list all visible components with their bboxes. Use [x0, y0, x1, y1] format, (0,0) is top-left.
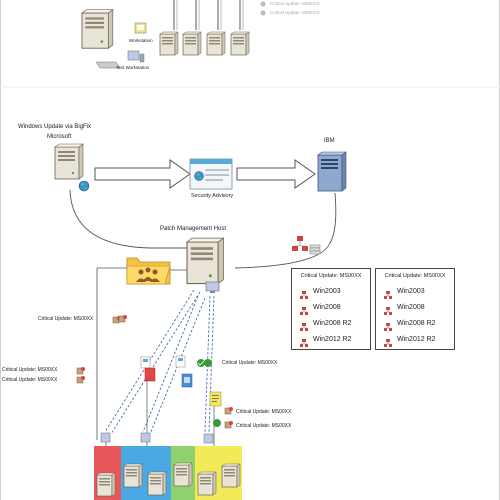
top-connectors — [173, 0, 244, 30]
source-subtitle: Microsoft — [47, 134, 72, 140]
os-group-icon — [383, 335, 393, 347]
security-advisory-icon — [189, 158, 233, 190]
test-workstation-icon — [127, 50, 145, 63]
os-group-icon — [383, 319, 393, 331]
arrow-to-ibm — [236, 159, 316, 189]
host-computer-icon — [205, 281, 220, 293]
patch-host-label: Patch Management Host — [160, 226, 227, 232]
arrow-to-advisory — [94, 159, 191, 189]
connector-ibm-host — [234, 192, 337, 269]
security-advisory-label: Security Advisory — [191, 193, 234, 199]
os-item-label: Win2008 R2 — [313, 319, 352, 327]
os-group-icon — [299, 335, 309, 347]
os-item-label: Win2008 — [313, 303, 341, 311]
os-group-icon — [299, 319, 309, 331]
os-item-label: Win2003 — [397, 287, 425, 295]
os-item: Win2008 — [299, 301, 341, 315]
update-label-left-mid: Critical Update: MS00XX — [38, 316, 94, 322]
log-file-icon — [140, 356, 156, 382]
patch-host-server-icon — [186, 237, 225, 285]
os-item: Win2008 R2 — [383, 317, 436, 331]
os-box-2-header: Critical Update: MS00XX — [384, 273, 446, 279]
test-workstation-label: Test Workstation — [116, 65, 150, 70]
top-server-icon — [81, 9, 114, 49]
os-box-2: Critical Update: MS00XX Win2003 Win2008 … — [375, 268, 455, 350]
os-item: Win2012 R2 — [383, 333, 436, 347]
os-item: Win2003 — [299, 285, 341, 299]
os-group-icon — [383, 303, 393, 315]
os-item-label: Win2008 — [397, 303, 425, 311]
os-item-label: Win2012 R2 — [397, 335, 436, 343]
os-group-icon — [299, 303, 309, 315]
os-item: Win2003 — [383, 285, 425, 299]
os-group-icon — [383, 287, 393, 299]
os-box-1: Critical Update: MS00XX Win2003 Win2008 … — [291, 268, 371, 350]
zone-badges — [100, 432, 214, 444]
update-label-right-a: Critical Update: MS00XX — [236, 409, 292, 415]
report-file-icon — [209, 391, 222, 427]
update-label-left-b: Critical Update: MS00XX — [2, 377, 58, 383]
ibm-server-icon — [317, 151, 347, 192]
source-title: Windows Update via BigFix — [18, 124, 92, 130]
update-label-left-a: Critical Update: MS00XX — [2, 367, 58, 373]
os-group-icon — [299, 287, 309, 299]
os-item: Win2012 R2 — [299, 333, 352, 347]
os-item: Win2008 R2 — [299, 317, 352, 331]
os-item-label: Win2012 R2 — [313, 335, 352, 343]
os-item: Win2008 — [383, 301, 425, 315]
os-item-label: Win2003 — [313, 287, 341, 295]
top-update-label-2: Critical Update: MS00XX — [270, 10, 320, 15]
chart-file-icon — [175, 355, 193, 388]
globe-icon — [78, 180, 90, 192]
connector-microsoft-host — [69, 189, 190, 249]
zone-connectors — [105, 376, 215, 446]
network-users-icon — [136, 267, 160, 282]
top-update-label-1: Critical Update: MS00XX — [270, 1, 320, 6]
top-server-group — [159, 31, 250, 56]
os-group-icon — [292, 236, 321, 255]
workstation-label: Workstation — [129, 38, 153, 43]
os-box-1-header: Critical Update: MS00XX — [300, 273, 362, 279]
shield-icon — [197, 359, 212, 367]
workstation-icon — [134, 22, 147, 34]
microsoft-server-icon — [54, 143, 84, 180]
keyboard-icon — [95, 61, 121, 69]
ibm-label: IBM — [324, 138, 335, 144]
update-label-right-b: Critical Update: MS00XX — [236, 423, 292, 429]
update-label-mid: Critical Update: MS00XX — [222, 360, 278, 366]
os-item-label: Win2008 R2 — [397, 319, 436, 327]
